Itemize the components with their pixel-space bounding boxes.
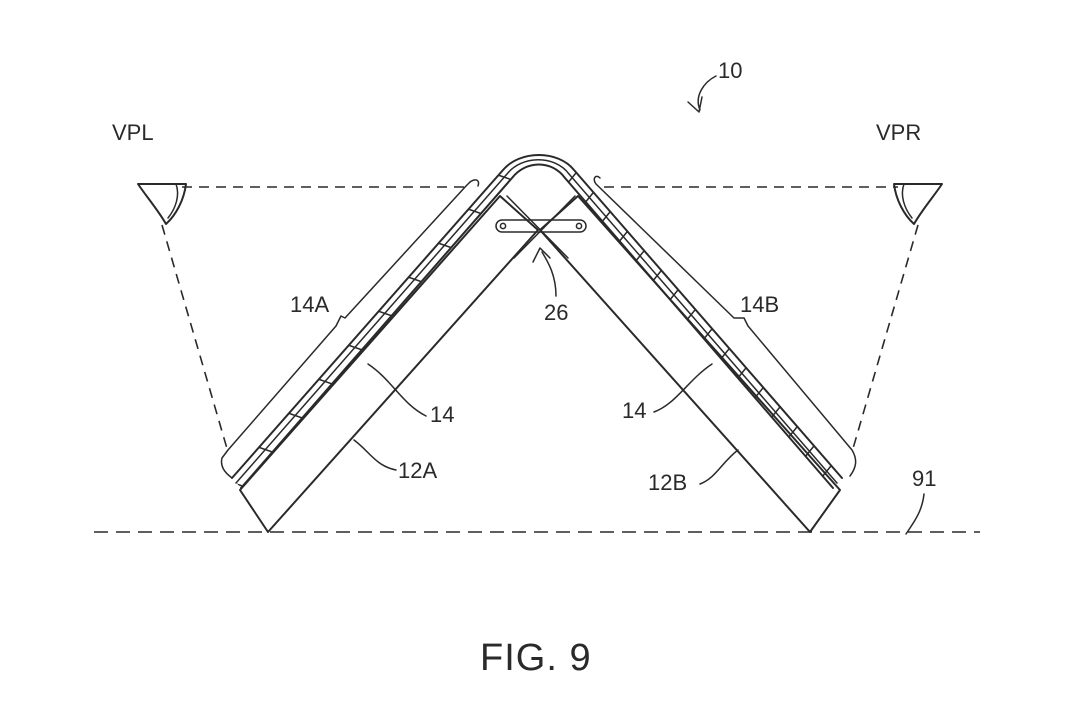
flexible-display — [231, 154, 843, 489]
bracket-14A — [220, 179, 480, 479]
label-12A: 12A — [398, 458, 437, 483]
label-91: 91 — [912, 466, 936, 491]
label-14A: 14A — [290, 292, 329, 317]
label-display-14-right: 14 — [622, 398, 646, 423]
housing-12A — [239, 195, 539, 533]
label-display-14-left: 14 — [430, 402, 454, 427]
eye-icon-right — [893, 183, 943, 225]
label-reference-10: 10 — [718, 58, 742, 83]
label-vpl: VPL — [112, 120, 154, 145]
eye-icon-left — [137, 183, 187, 225]
label-12B: 12B — [648, 470, 687, 495]
label-vpr: VPR — [876, 120, 921, 145]
leader-lines — [353, 75, 925, 535]
label-hinge-26: 26 — [544, 300, 568, 325]
bracket-14B — [593, 175, 857, 477]
housing-12B — [539, 195, 841, 533]
hinge-26 — [495, 195, 587, 259]
figure-caption: FIG. 9 — [480, 637, 592, 679]
sight-lines — [161, 186, 919, 453]
label-14B: 14B — [740, 292, 779, 317]
